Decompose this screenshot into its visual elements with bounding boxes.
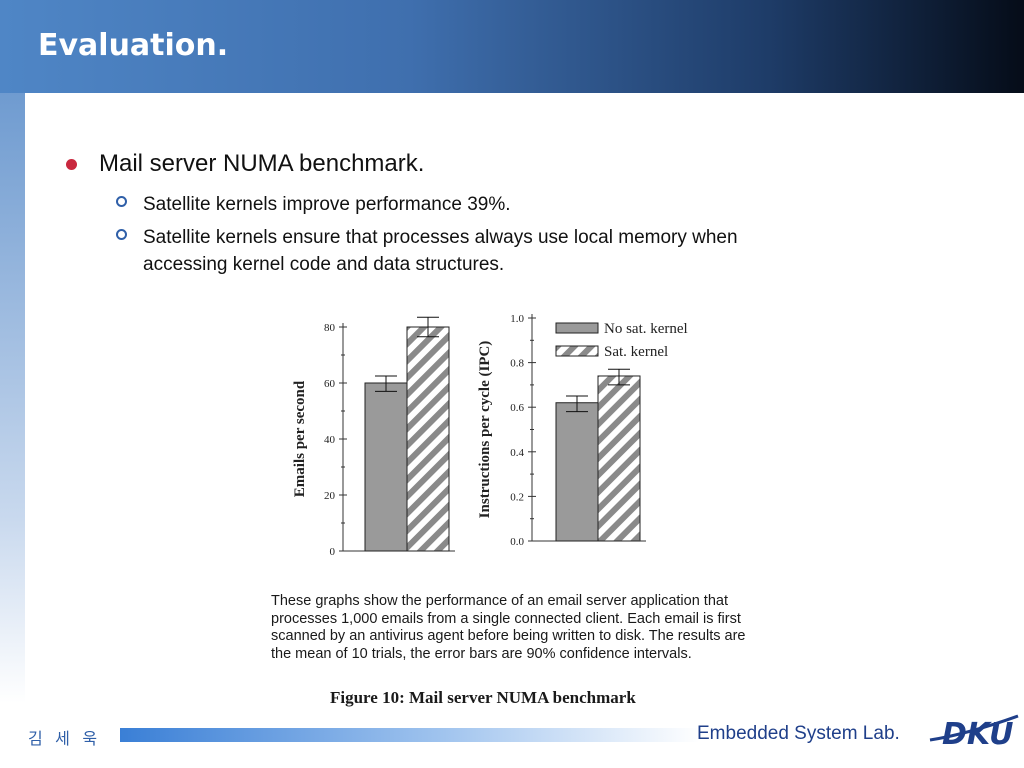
sub-bullet-text: Satellite kernels improve performance 39…	[143, 194, 511, 215]
sub-bullet-1: Satellite kernels improve performance 39…	[116, 191, 816, 218]
c1-bar-no-sat-kernel	[364, 382, 408, 552]
logo-lettering: DKU	[942, 717, 1013, 750]
legend-label: Sat. kernel	[604, 344, 668, 360]
ring-bullet-icon	[116, 229, 127, 240]
c1-y-tick-label: 20	[324, 490, 336, 502]
main-bullet: Mail server NUMA benchmark.	[66, 150, 424, 178]
c2-bar-sat-kernel	[597, 375, 641, 542]
c1-y-tick-label: 80	[324, 322, 336, 334]
legend-label: No sat. kernel	[604, 321, 688, 337]
left-decorative-strip	[0, 93, 25, 703]
sub-bullet-2: Satellite kernels ensure that processes …	[116, 224, 806, 278]
c1-y-axis-label: Emails per second	[292, 380, 308, 497]
c2-y-axis-label: Instructions per cycle (IPC)	[477, 341, 493, 519]
c2-y-tick-label: 0.0	[510, 536, 524, 548]
footer-lab-name: Embedded System Lab.	[697, 723, 900, 744]
c1-y-tick-label: 0	[330, 546, 336, 558]
sub-bullet-text: Satellite kernels ensure that processes …	[143, 227, 738, 275]
slide-title: Evaluation.	[38, 28, 229, 63]
main-bullet-text: Mail server NUMA benchmark.	[99, 150, 425, 177]
c2-y-tick-label: 0.4	[510, 447, 524, 459]
c2-y-tick-label: 0.2	[510, 491, 524, 503]
figure-caption: These graphs show the performance of an …	[271, 593, 746, 662]
legend-swatch	[555, 322, 599, 334]
footer-gradient-bar	[120, 728, 700, 742]
legend-swatch	[555, 345, 599, 357]
c1-y-tick-label: 40	[324, 434, 336, 446]
c2-y-tick-label: 0.8	[510, 358, 524, 370]
figure-title: Figure 10: Mail server NUMA benchmark	[330, 688, 636, 707]
c2-bar-no-sat-kernel	[555, 402, 599, 542]
c1-y-tick-label: 60	[324, 378, 336, 390]
c2-y-tick-label: 0.6	[510, 402, 524, 414]
c1-bar-sat-kernel	[406, 326, 450, 552]
ring-bullet-icon	[116, 196, 127, 207]
header-bar	[0, 0, 1024, 93]
red-dot-bullet-icon	[66, 158, 77, 170]
c2-y-tick-label: 1.0	[510, 313, 524, 325]
footer-author: 김 세 욱	[28, 731, 102, 748]
dku-logo-icon: DKU	[929, 714, 1019, 750]
